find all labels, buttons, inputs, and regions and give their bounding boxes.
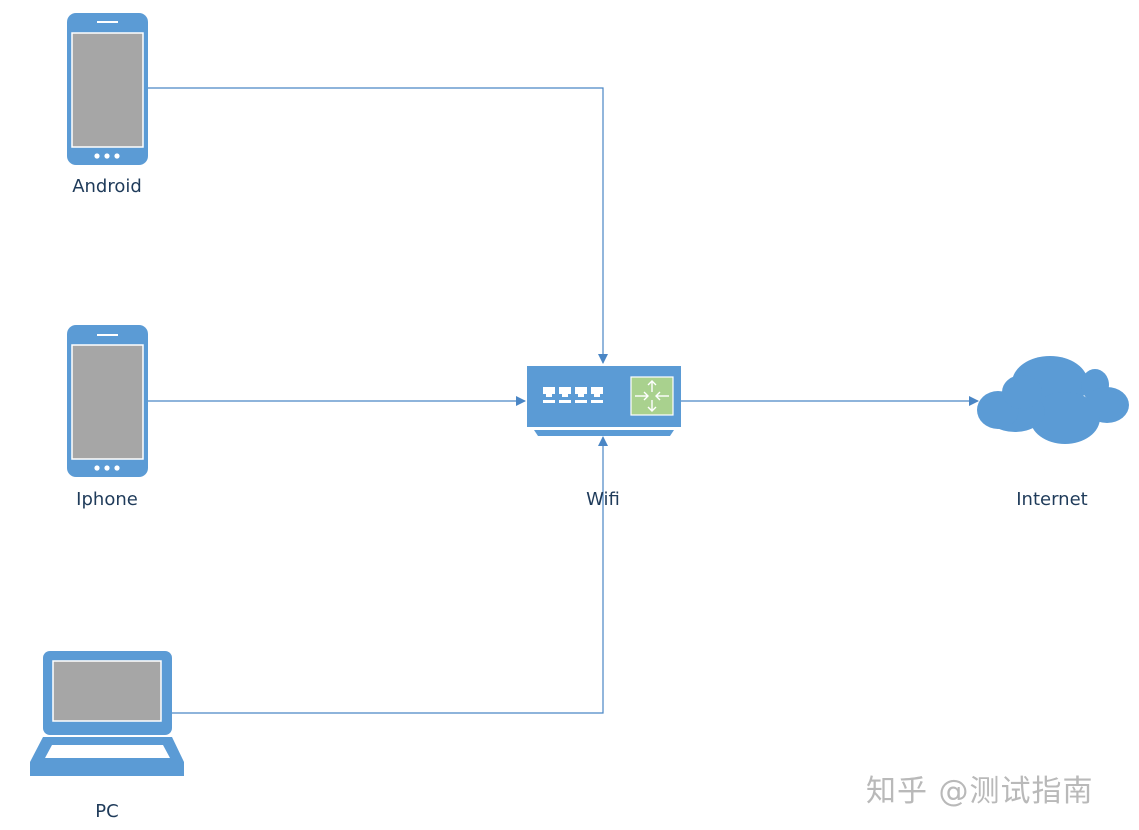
connectors [148, 87, 979, 714]
android-phone-icon [67, 13, 148, 165]
pc-label: PC [95, 801, 119, 822]
laptop-icon [30, 651, 184, 776]
edge-pc-wifi [172, 436, 608, 714]
wifi-label: Wifi [586, 489, 620, 510]
router-arrows-icon [635, 380, 669, 412]
internet-label: Internet [1016, 489, 1088, 510]
iphone-label: Iphone [76, 489, 138, 510]
router-ports-icon [543, 387, 603, 403]
wifi-router-icon [527, 366, 681, 436]
edge-android-wifi [148, 87, 608, 364]
iphone-icon [67, 325, 148, 477]
android-label: Android [72, 176, 142, 197]
cloud-icon [977, 356, 1129, 444]
watermark: 知乎 @测试指南 [866, 774, 1094, 809]
